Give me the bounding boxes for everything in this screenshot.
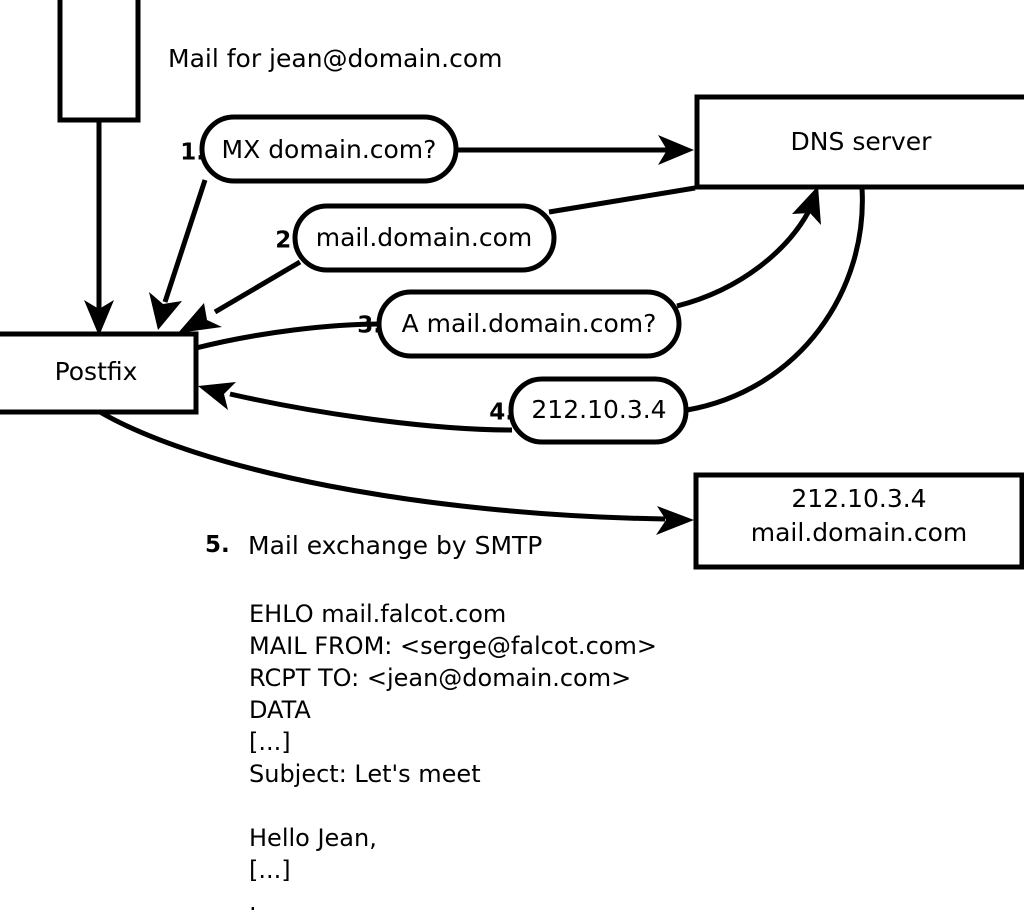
smtp-line: . (249, 888, 257, 916)
step-bubble-1[interactable]: MX domain.com? (199, 114, 459, 184)
edge-line (98, 409, 666, 522)
step-number-4: 4. (489, 400, 514, 426)
step-2-label: mail.domain.com (316, 223, 532, 252)
node-dns-server[interactable]: DNS server (694, 94, 1024, 190)
arrowhead-downleft (149, 292, 182, 330)
smtp-line: MAIL FROM: <serge@falcot.com> (249, 632, 657, 660)
step-2-bubble-shape[interactable] (292, 203, 557, 273)
arrowhead-right (658, 135, 694, 165)
smtp-line: RCPT TO: <jean@domain.com> (249, 664, 632, 692)
edge-step1-to-postfix (149, 179, 208, 330)
mail-server-ip: 212.10.3.4 (791, 484, 926, 513)
step-number-2: 2. (275, 228, 300, 254)
edge-step2-to-postfix (178, 259, 302, 333)
edge-line (213, 259, 302, 315)
arrowhead-right (656, 506, 694, 535)
step-number-1: 1. (180, 140, 205, 166)
edge-postfix-to-mailserver (98, 409, 694, 535)
edge-line (548, 185, 696, 215)
edge-line (229, 391, 513, 433)
step-number-3: 3. (357, 313, 382, 339)
step-5-label: Mail exchange by SMTP (248, 531, 543, 560)
edge-step1-to-dns (458, 135, 694, 165)
smtp-line: DATA (249, 696, 311, 724)
smtp-line: [...] (249, 728, 291, 756)
step-1-label: MX domain.com? (222, 135, 437, 164)
node-client[interactable] (57, 0, 141, 123)
client-box[interactable] (57, 0, 141, 123)
smtp-line: Subject: Let's meet (249, 760, 481, 788)
step-3-number: 3. (357, 313, 382, 339)
edge-step4-to-postfix (198, 382, 513, 433)
arrowhead-upright (792, 186, 821, 225)
edge-dns-to-step4 (686, 187, 865, 413)
step-bubble-2[interactable]: mail.domain.com (292, 203, 557, 273)
smtp-line: EHLO mail.falcot.com (249, 600, 507, 628)
edge-line (162, 179, 208, 303)
arrowhead-down (84, 300, 114, 336)
postfix-label: Postfix (55, 357, 138, 386)
node-postfix[interactable]: Postfix (0, 331, 199, 415)
page-title: Mail for jean@domain.com (168, 44, 503, 73)
step-3-label: A mail.domain.com? (402, 309, 657, 338)
dns-server-box[interactable] (694, 94, 1024, 190)
smtp-line: [...] (249, 856, 291, 884)
arrowhead-downleft (178, 303, 222, 333)
smtp-line: Hello Jean, (249, 824, 377, 852)
step-4-bubble-shape[interactable] (508, 376, 689, 445)
step-2-number: 2. (275, 228, 300, 254)
mail-server-box[interactable] (693, 472, 1024, 570)
dns-server-label: DNS server (791, 127, 933, 156)
node-mail-server[interactable]: 212.10.3.4 mail.domain.com (693, 472, 1024, 570)
step-bubble-4[interactable]: 212.10.3.4 (508, 376, 689, 445)
step-5-number: 5. (205, 532, 230, 558)
step-4-label: 212.10.3.4 (531, 395, 666, 424)
step-3-bubble-shape[interactable] (376, 289, 682, 359)
edge-client-to-postfix (84, 122, 114, 336)
smtp-line (249, 790, 657, 822)
step-bubble-3[interactable]: A mail.domain.com? (376, 289, 682, 359)
edge-dns-to-step2 (548, 185, 696, 215)
step-1-number: 1. (180, 140, 205, 166)
edge-line (195, 321, 384, 351)
step-1-bubble-shape[interactable] (199, 114, 459, 184)
edge-line (676, 203, 815, 309)
mail-server-hostname: mail.domain.com (751, 518, 967, 547)
step-4-number: 4. (489, 400, 514, 426)
arrowhead-left (198, 382, 236, 410)
edge-postfix-to-step3 (195, 321, 384, 351)
edge-line (686, 187, 865, 413)
edge-step3-to-dns (676, 186, 821, 309)
postfix-box[interactable] (0, 331, 199, 415)
